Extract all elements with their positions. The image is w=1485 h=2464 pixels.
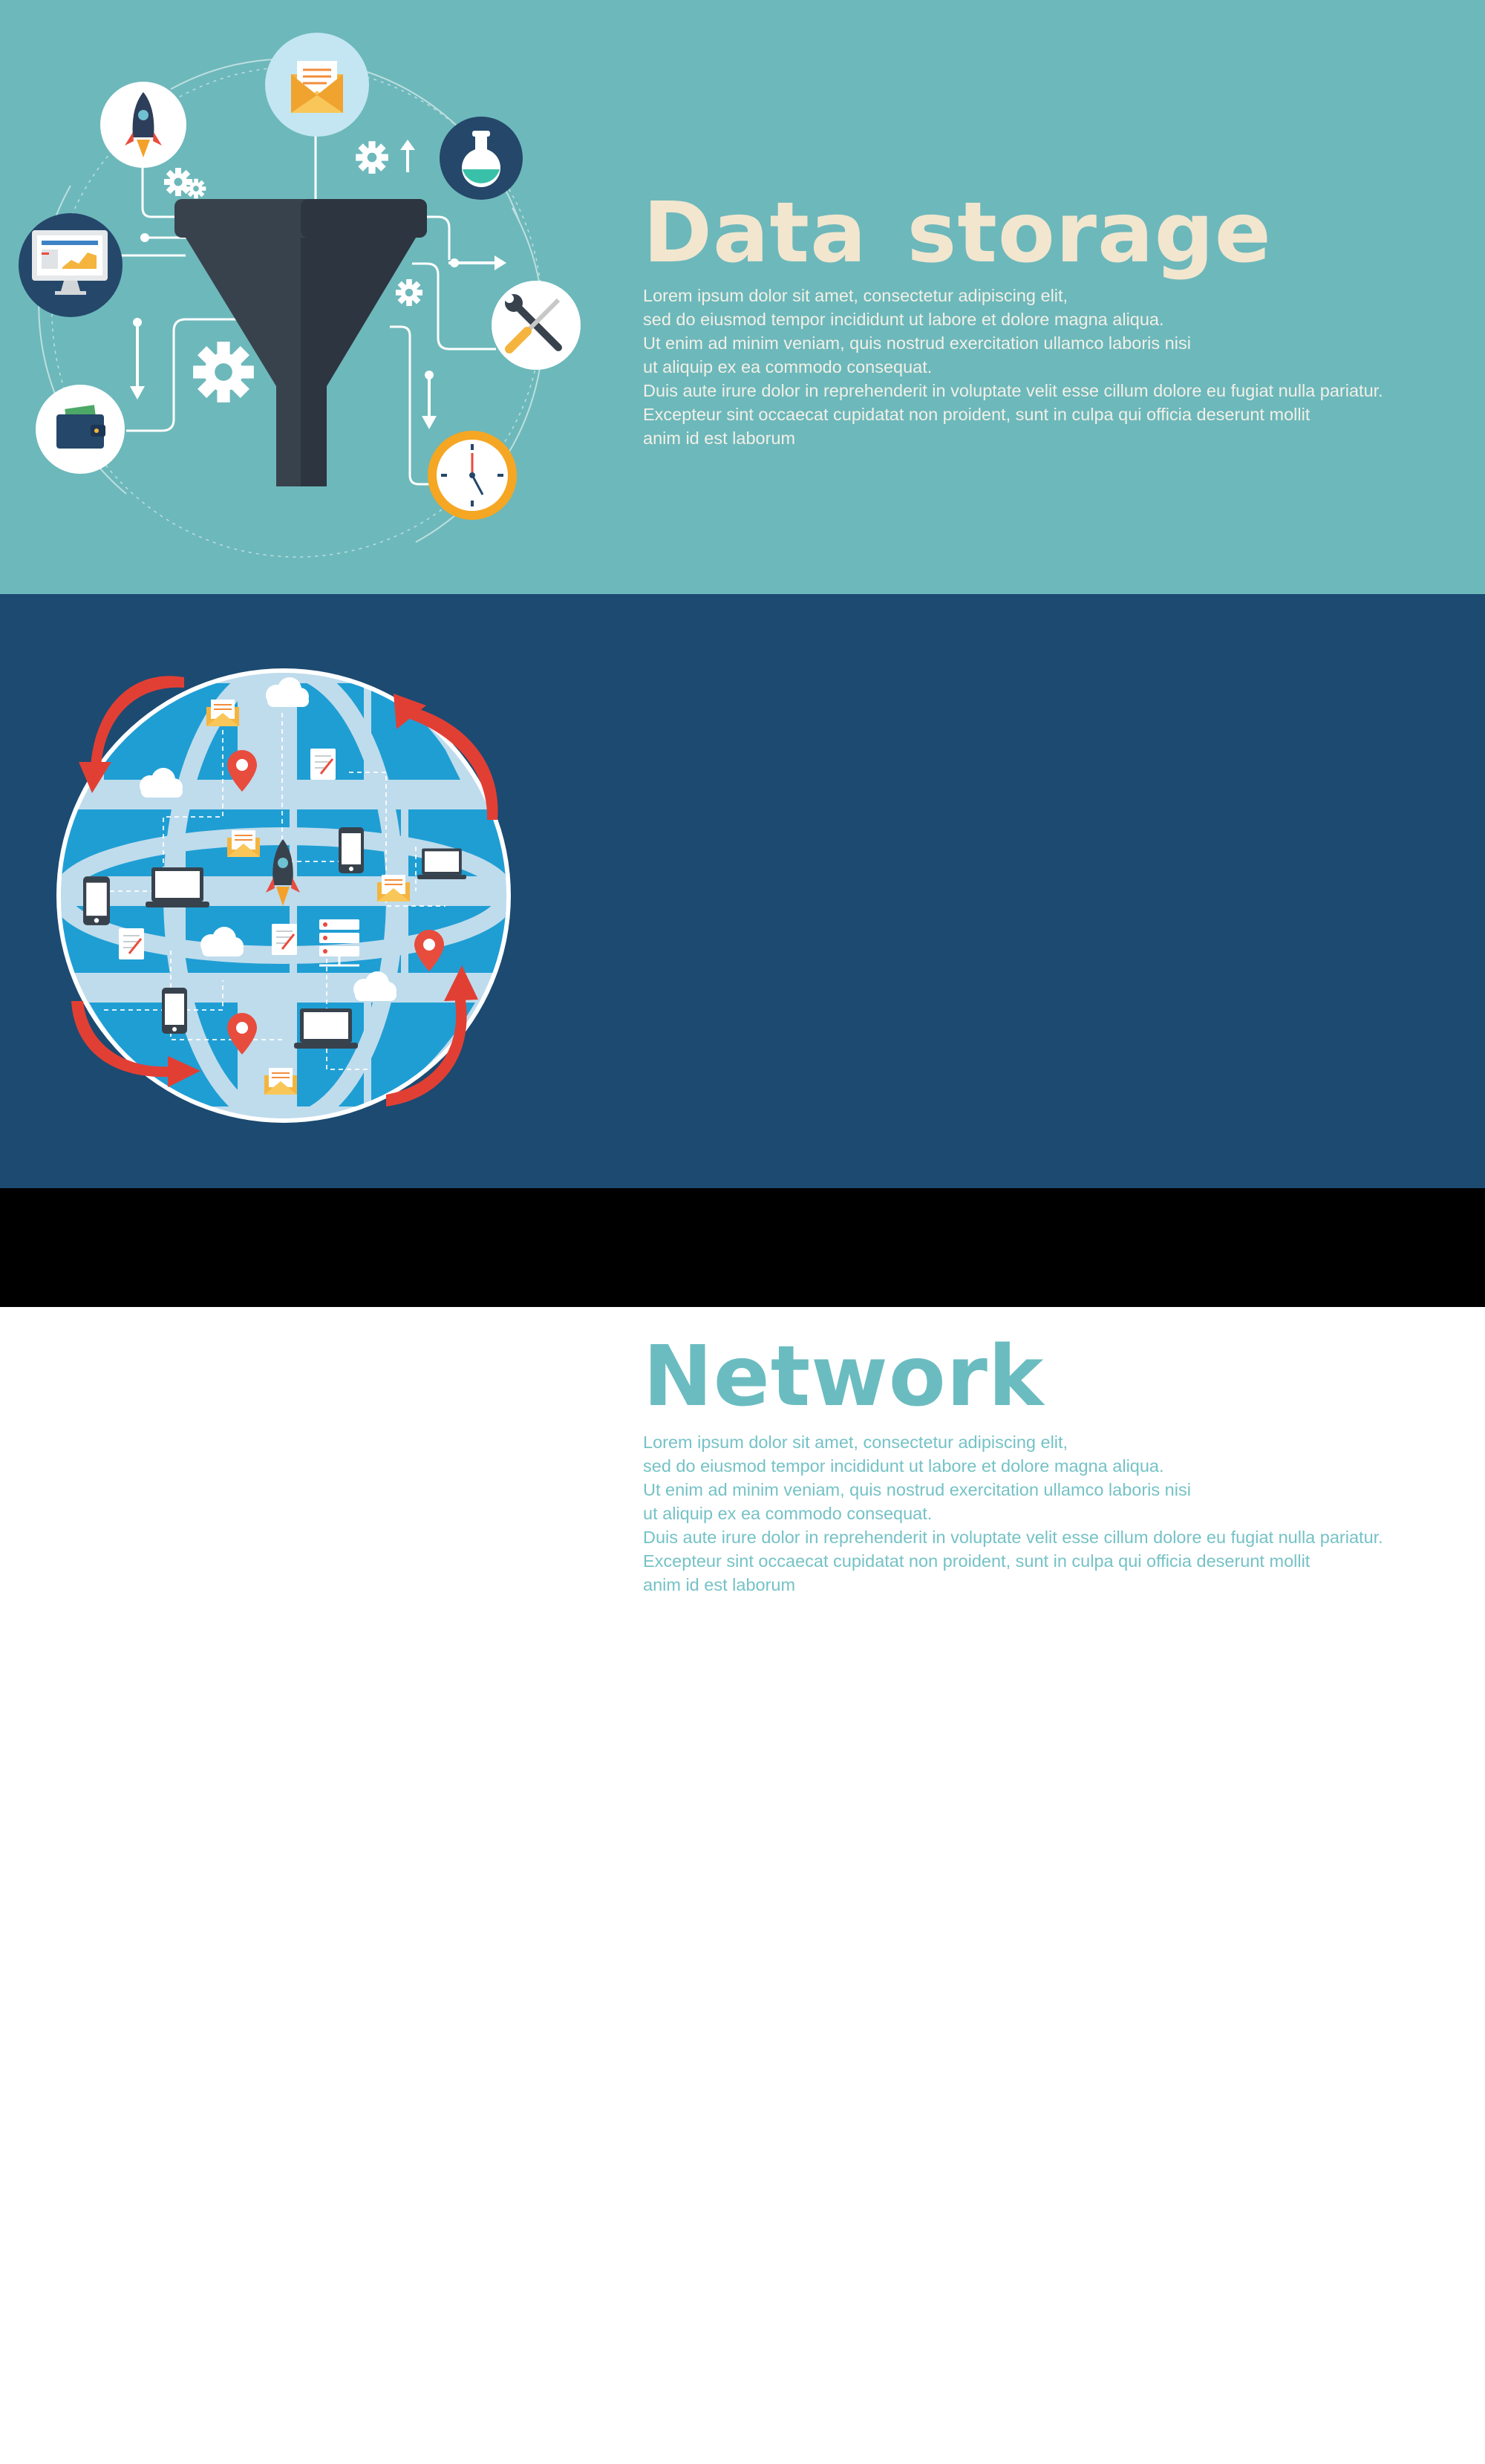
text-line: Duis aute irure dolor in reprehenderit i… (643, 381, 1383, 400)
red-arrow-icon (394, 694, 498, 820)
text-line: sed do eiusmod tempor incididunt ut labo… (643, 1456, 1164, 1476)
monitor-chart-icon (19, 213, 123, 317)
funnel-icon (174, 199, 427, 486)
text-line: Ut enim ad minim veniam, quis nostrud ex… (643, 333, 1191, 353)
laptop-icon (146, 867, 209, 907)
network-banner: Network Lorem ipsum dolor sit amet, cons… (0, 594, 1485, 1594)
envelope-icon (264, 1068, 297, 1095)
rocket-icon (266, 839, 300, 906)
data-funnel-illustration (19, 33, 581, 558)
tools-icon (492, 281, 581, 370)
text-line: Ut enim ad minim veniam, quis nostrud ex… (643, 1480, 1191, 1499)
image-url: VectorStock.com/6112221 (1050, 2419, 1447, 2459)
page-title: Data storage (643, 185, 1272, 281)
brand-logo: VectorStock (39, 2405, 309, 2464)
description-paragraph: Lorem ipsum dolor sit amet, consectetur … (643, 284, 1467, 450)
text-line: Excepteur sint occaecat cupidatat non pr… (643, 405, 1311, 424)
text-line: ut aliquip ex ea commodo consequat. (643, 357, 933, 377)
red-arrow-icon (386, 965, 478, 1106)
envelope-icon (227, 830, 260, 857)
wallet-icon (36, 385, 125, 474)
flask-icon (440, 117, 523, 200)
red-arrow-icon (79, 676, 184, 793)
text-line: Excepteur sint occaecat cupidatat non pr… (643, 1551, 1311, 1571)
gear-icon (356, 141, 388, 174)
notepad-icon (119, 928, 144, 959)
description-paragraph: Lorem ipsum dolor sit amet, consectetur … (643, 1430, 1467, 1597)
envelope-icon (206, 700, 239, 726)
text-line: anim id est laborum (643, 1575, 796, 1594)
text-line: Lorem ipsum dolor sit amet, consectetur … (643, 1433, 1068, 1452)
text-line: sed do eiusmod tempor incididunt ut labo… (643, 310, 1164, 329)
page-title: Network (643, 1329, 1045, 1425)
gear-icon (164, 168, 192, 196)
notepad-icon (272, 924, 297, 955)
server-icon (319, 919, 359, 967)
text-line: Duis aute irure dolor in reprehenderit i… (643, 1528, 1383, 1547)
text-line: ut aliquip ex ea commodo consequat. (643, 1504, 933, 1523)
laptop-icon (294, 1008, 358, 1049)
smartphone-icon (162, 988, 187, 1034)
tablet-icon (83, 876, 110, 925)
clock-icon (428, 431, 517, 520)
envelope-icon (265, 33, 369, 137)
envelope-icon (377, 875, 410, 902)
laptop-icon (417, 848, 466, 879)
notepad-icon (310, 749, 336, 780)
smartphone-icon (339, 827, 364, 873)
network-globe-illustration (56, 668, 511, 1123)
text-line: Lorem ipsum dolor sit amet, consectetur … (643, 286, 1068, 305)
watermark-footer: VectorStock VectorStock.com/6112221 (0, 1188, 1485, 2461)
gear-icon (186, 178, 206, 199)
gear-icon (193, 342, 254, 402)
arrow-icon (130, 140, 506, 429)
gear-icon (395, 278, 423, 307)
rocket-icon (100, 82, 186, 168)
data-storage-banner: Data storage Lorem ipsum dolor sit amet,… (0, 0, 1485, 594)
red-arrow-icon (71, 1001, 200, 1087)
text-line: anim id est laborum (643, 428, 796, 448)
